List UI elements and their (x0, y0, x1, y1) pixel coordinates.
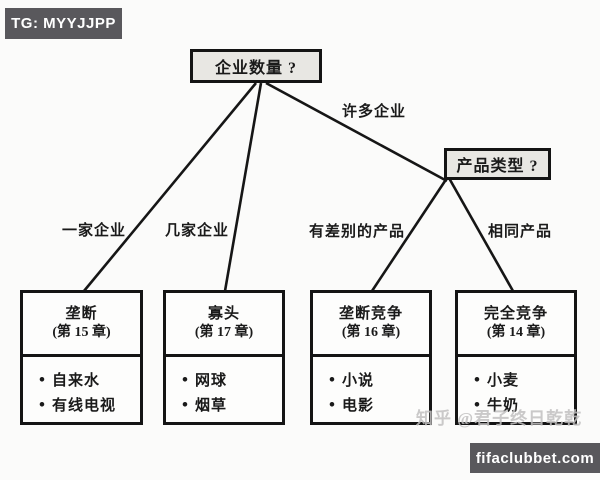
outcome-monopoly-header: 垄断 (第 15 章) (23, 293, 140, 357)
example-item: 自来水 (39, 368, 136, 393)
example-item: 有线电视 (39, 393, 136, 418)
example-label: 小麦 (486, 373, 519, 389)
example-item: 小说 (329, 368, 425, 393)
bullet-icon (329, 398, 342, 414)
outcome-title: 垄断竞争 (338, 306, 403, 322)
edge-label-many-firms: 许多企业 (342, 104, 407, 120)
edge-label-identical-products: 相同产品 (488, 224, 553, 240)
outcome-box-perfect-competition: 完全竞争 (第 14 章) 小麦 牛奶 (455, 290, 577, 425)
bullet-icon (474, 373, 487, 389)
edge-product-type-to-monopolistic-competition (370, 177, 449, 292)
outcome-chapter: (第 15 章) (52, 325, 111, 340)
outcome-chapter: (第 16 章) (341, 325, 401, 340)
example-item: 电影 (329, 393, 425, 418)
bullet-icon (39, 398, 52, 414)
outcome-perfect-competition-examples: 小麦 牛奶 (458, 357, 574, 418)
outcome-oligopoly-header: 寡头 (第 17 章) (166, 293, 282, 357)
example-label: 小说 (341, 373, 374, 389)
outcome-box-monopolistic-competition: 垄断竞争 (第 16 章) 小说 电影 (310, 290, 432, 425)
outcome-title: 寡头 (207, 306, 240, 322)
tg-channel-badge: TG: MYYJJPP (5, 8, 122, 39)
edge-root-to-product-type (265, 81, 448, 183)
bullet-icon (474, 398, 487, 414)
outcome-oligopoly-examples: 网球 烟草 (166, 357, 282, 418)
outcome-perfect-competition-header: 完全竞争 (第 14 章) (458, 293, 574, 357)
edge-root-to-monopoly (82, 82, 258, 292)
outcome-monopoly-examples: 自来水 有线电视 (23, 357, 140, 418)
example-label: 电影 (341, 398, 374, 414)
tg-channel-label: TG: MYYJJPP (11, 15, 116, 32)
zhihu-watermark: 知乎 @君子终日乾乾 (416, 409, 583, 428)
bullet-icon (182, 373, 195, 389)
outcome-box-monopoly: 垄断 (第 15 章) 自来水 有线电视 (20, 290, 143, 425)
question-firm-count-label: 企业数量 ? (214, 60, 297, 77)
site-url-label: fifaclubbet.com (475, 449, 595, 467)
example-label: 有线电视 (51, 398, 116, 414)
example-item: 小麦 (474, 368, 570, 393)
example-label: 网球 (194, 373, 227, 389)
edge-label-few-firms: 几家企业 (165, 223, 230, 239)
example-label: 牛奶 (486, 398, 519, 414)
example-item: 网球 (182, 368, 278, 393)
outcome-monopolistic-competition-header: 垄断竞争 (第 16 章) (313, 293, 429, 357)
edge-label-one-firm: 一家企业 (62, 223, 127, 239)
outcome-title: 完全竞争 (483, 306, 548, 322)
bullet-icon (329, 373, 342, 389)
question-product-type-label: 产品类型 ? (456, 158, 539, 175)
outcome-monopolistic-competition-examples: 小说 电影 (313, 357, 429, 418)
bullet-icon (182, 398, 195, 414)
site-url-badge: fifaclubbet.com (470, 443, 600, 473)
example-label: 自来水 (51, 373, 100, 389)
outcome-chapter: (第 17 章) (194, 325, 254, 340)
outcome-chapter: (第 14 章) (486, 325, 546, 340)
edge-root-to-oligopoly (223, 82, 263, 292)
example-label: 烟草 (194, 398, 227, 414)
edge-product-type-to-perfect-competition (447, 177, 515, 292)
question-box-firm-count: 企业数量 ? (190, 49, 322, 83)
edge-label-differentiated-products: 有差别的产品 (309, 224, 406, 240)
question-box-product-type: 产品类型 ? (444, 148, 551, 180)
outcome-title: 垄断 (65, 306, 98, 322)
example-item: 牛奶 (474, 393, 570, 418)
outcome-box-oligopoly: 寡头 (第 17 章) 网球 烟草 (163, 290, 285, 425)
bullet-icon (39, 373, 52, 389)
example-item: 烟草 (182, 393, 278, 418)
